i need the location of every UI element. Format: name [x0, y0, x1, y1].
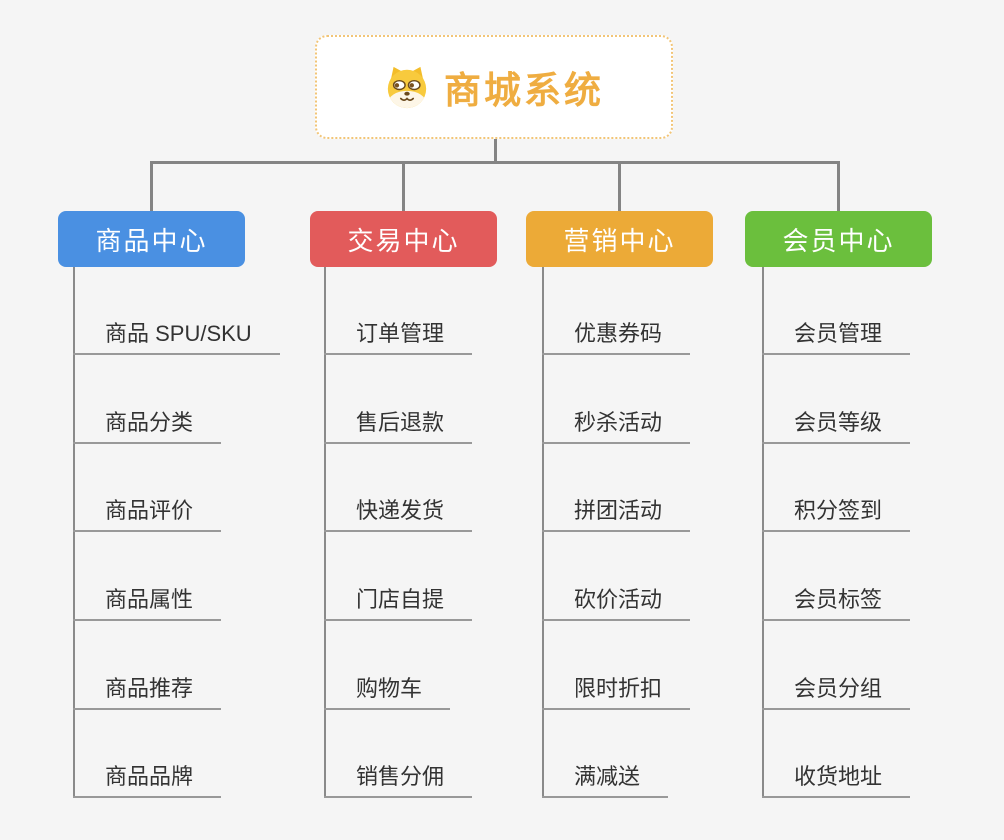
shiba-dog-icon: [384, 64, 430, 110]
leaf-node[interactable]: 商品 SPU/SKU: [73, 323, 280, 355]
branch-node-trade-center[interactable]: 交易中心: [310, 211, 497, 267]
leaf-node[interactable]: 门店自提: [324, 589, 473, 621]
branch-drop-connector: [618, 161, 621, 213]
leaf-node[interactable]: 商品品牌: [73, 766, 222, 798]
branch-node-member-center[interactable]: 会员中心: [745, 211, 932, 267]
leaf-node[interactable]: 拼团活动: [542, 500, 691, 532]
root-node[interactable]: 商城系统: [315, 35, 673, 139]
leaf-node[interactable]: 积分签到: [762, 500, 911, 532]
branch-spine-connector: [324, 267, 326, 798]
leaf-node[interactable]: 限时折扣: [542, 678, 691, 710]
branch-spine-connector: [762, 267, 764, 798]
branch-drop-connector: [837, 161, 840, 213]
branch-horizontal-connector: [150, 161, 840, 164]
leaf-node[interactable]: 订单管理: [324, 323, 473, 355]
leaf-node[interactable]: 会员标签: [762, 589, 911, 621]
root-title: 商城系统: [444, 70, 604, 111]
leaf-node[interactable]: 商品推荐: [73, 678, 222, 710]
leaf-node[interactable]: 商品分类: [73, 412, 222, 444]
leaf-node[interactable]: 收货地址: [762, 766, 911, 798]
leaf-node[interactable]: 售后退款: [324, 412, 473, 444]
leaf-node[interactable]: 快递发货: [324, 500, 473, 532]
leaf-node[interactable]: 商品评价: [73, 500, 222, 532]
leaf-node[interactable]: 秒杀活动: [542, 412, 691, 444]
leaf-node[interactable]: 满减送: [542, 766, 669, 798]
branch-drop-connector: [402, 161, 405, 213]
leaf-node[interactable]: 会员分组: [762, 678, 911, 710]
leaf-node[interactable]: 优惠券码: [542, 323, 691, 355]
leaf-node[interactable]: 商品属性: [73, 589, 222, 621]
branch-spine-connector: [542, 267, 544, 798]
branch-drop-connector: [150, 161, 153, 213]
branch-spine-connector: [73, 267, 75, 798]
leaf-node[interactable]: 砍价活动: [542, 589, 691, 621]
leaf-node[interactable]: 销售分佣: [324, 766, 473, 798]
leaf-node[interactable]: 会员管理: [762, 323, 911, 355]
leaf-node[interactable]: 会员等级: [762, 412, 911, 444]
leaf-node[interactable]: 购物车: [324, 678, 451, 710]
branch-node-marketing-center[interactable]: 营销中心: [526, 211, 713, 267]
branch-node-product-center[interactable]: 商品中心: [58, 211, 245, 267]
root-stem-connector: [494, 139, 497, 163]
